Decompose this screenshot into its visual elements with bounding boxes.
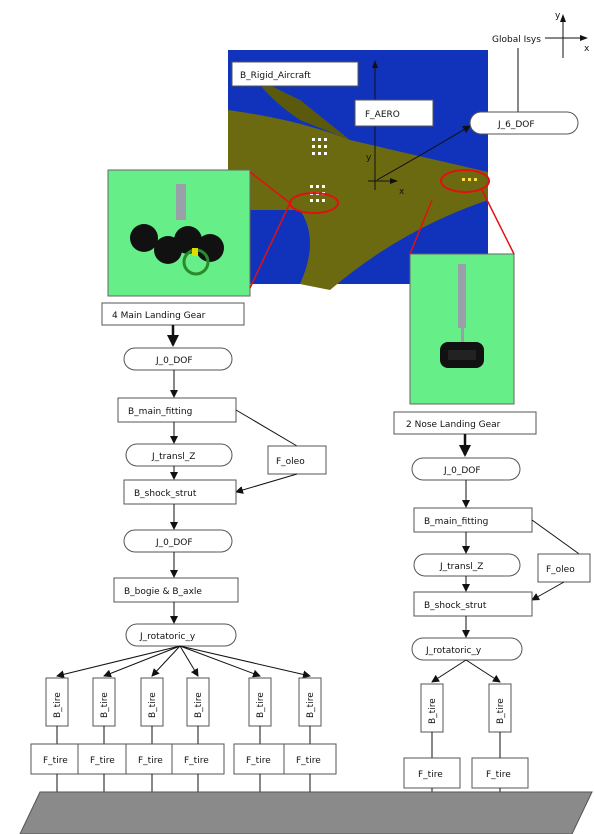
main-j0dof-label: J_0_DOF [155,356,193,366]
tire-link-arrow [465,659,501,683]
tire-label: B_tire [256,692,266,718]
tire-label: B_tire [148,692,158,718]
tire-force-label: F_tire [418,770,443,780]
tire-force-box [171,743,225,775]
aircraft-image: y x [228,50,490,290]
rigid-aircraft-box [231,61,359,87]
tire-force-box [233,743,287,775]
main-rotatoric-label: J_rotatoric_y [139,632,196,642]
tire-label: B_tire [428,698,438,724]
global-x-arrow [580,35,588,41]
main-shock-label: B_shock_strut [134,489,197,499]
tire-label: B_tire [496,698,506,724]
main-j0dof-box [123,347,233,371]
global-axes: y x Global Isys [492,11,590,112]
nose-fitting-box [413,507,533,533]
main-transl-label: J_transl_Z [151,452,195,462]
bogie-label: B_bogie & B_axle [124,587,202,597]
tire-label: B_tire [53,692,63,718]
tire-force-label: F_tire [296,756,321,766]
f-aero-box [354,99,434,127]
nose-shock-label: B_shock_strut [424,601,487,611]
tire-force-label: F_tire [90,756,115,766]
f-aero-label: F_AERO [365,110,400,120]
nose-shock-box [413,591,533,617]
rigid-aircraft-label: B_Rigid_Aircraft [240,71,311,81]
nose-transl-label: J_transl_Z [439,562,483,572]
nose-rotatoric-box [411,637,523,661]
main-fitting-label: B_main_fitting [128,407,192,417]
global-x-label: x [584,44,590,54]
gear-markers-upper [312,138,327,155]
main-gear-image [107,169,251,297]
tire-label: B_tire [306,692,316,718]
main-gear-callout-line [249,202,291,289]
main-gear-title: 4 Main Landing Gear [112,311,206,321]
main-oleo-label: F_oleo [276,457,305,467]
tire-label: B_tire [194,692,204,718]
nose-rotatoric-label: J_rotatoric_y [425,646,482,656]
main-shock-box [123,479,237,505]
tire-force-box [30,743,84,775]
tire-force-label: F_tire [246,756,271,766]
local-y-label: y [366,153,372,163]
tire-force-label: F_tire [486,770,511,780]
tire-link-arrow [151,645,181,677]
nose-gear-image [409,253,515,405]
tire-label: B_tire [100,692,110,718]
tire-link-arrow [179,645,199,677]
nose-fitting-label: B_main_fitting [424,517,488,527]
nose-oleo-box [537,553,591,583]
tire-force-box [283,743,337,775]
wing-shape [228,110,488,290]
tire-force-label: F_tire [138,756,163,766]
nose-gear-callout-line-2 [481,189,515,255]
tire-force-box [471,757,529,789]
joint-link-line [376,125,471,181]
tire-link-arrow [179,645,311,679]
nose-oleo-label: F_oleo [546,565,575,575]
local-x-label: x [399,187,405,197]
tire-force-label: F_tire [184,756,209,766]
nose-gear-callout-line [409,199,433,255]
global-y-label: y [555,11,561,21]
nose-gear-ellipse [440,169,490,193]
main-gear-callout-line-2 [249,171,291,204]
tire-link-arrow [103,645,181,678]
tire-force-box [403,757,461,789]
main-j0dof-mid-label: J_0_DOF [155,538,193,548]
main-j0dof-mid-box [123,529,233,553]
j6dof-box [469,111,579,135]
tire-link-arrow [56,645,181,679]
nose-gear-title: 2 Nose Landing Gear [406,420,501,430]
wing-edge [255,78,350,140]
bogie-box [113,577,239,603]
global-isys-label: Global Isys [492,35,541,45]
tire-link-arrow [431,659,467,683]
tire-link-arrow [179,645,261,678]
main-oleo-box [267,445,327,475]
j6dof-label: J_6_DOF [497,120,535,130]
global-y-arrow [560,14,566,22]
ground-plane [19,791,593,834]
nose-transl-box [413,553,521,577]
nose-gear-marker [462,178,477,181]
tire-force-box [125,743,179,775]
main-transl-box [125,443,233,467]
nose-j0dof-label: J_0_DOF [443,466,481,476]
main-fitting-box [117,397,237,423]
tire-force-label: F_tire [43,756,68,766]
